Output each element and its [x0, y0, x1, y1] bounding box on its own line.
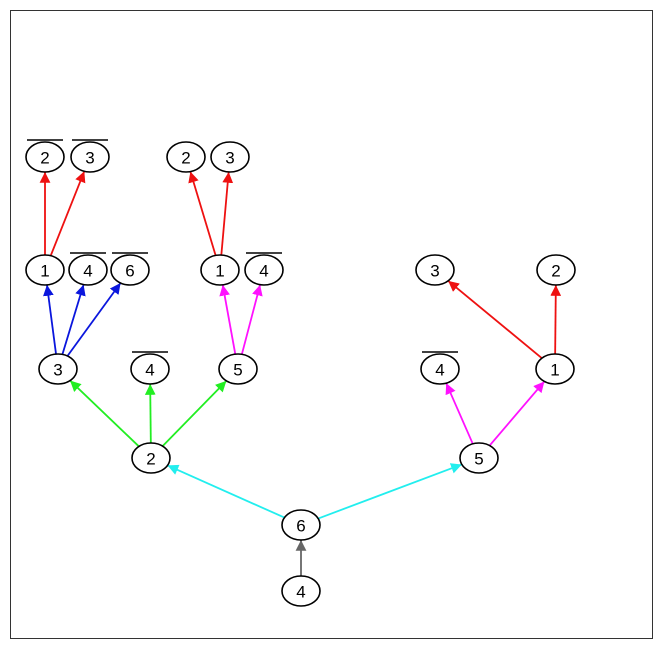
node-ellipse — [415, 254, 455, 286]
node-label: 2 — [551, 262, 560, 281]
node-ellipse — [110, 254, 150, 286]
node-label: 4 — [145, 361, 154, 380]
node-label: 1 — [215, 262, 224, 281]
node-label: 5 — [233, 361, 242, 380]
edge-arrow — [447, 280, 543, 359]
edge-arrow — [49, 170, 86, 257]
edge-arrow — [220, 171, 234, 256]
node: 4 — [244, 252, 284, 286]
node: 5 — [459, 442, 499, 474]
node: 2 — [166, 141, 206, 173]
node-label: 4 — [435, 361, 444, 380]
edge-arrow — [317, 463, 463, 520]
node-label: 2 — [40, 149, 49, 168]
node-ellipse — [131, 442, 171, 474]
node-ellipse — [38, 353, 78, 385]
edge-arrow — [43, 284, 57, 355]
edge-arrow — [69, 379, 140, 448]
node: 4 — [68, 252, 108, 286]
node: 6 — [110, 252, 150, 286]
node: 3 — [415, 254, 455, 286]
node: 1 — [535, 353, 575, 385]
node-ellipse — [130, 353, 170, 385]
node-ellipse — [535, 353, 575, 385]
node: 1 — [25, 254, 65, 286]
edges-layer — [39, 170, 562, 576]
node-label: 3 — [430, 262, 439, 281]
edge-arrow — [61, 284, 86, 355]
node-ellipse — [200, 254, 240, 286]
edge-arrow — [488, 380, 546, 447]
edge-arrow — [219, 284, 237, 355]
node-label: 3 — [53, 361, 62, 380]
node-label: 4 — [296, 583, 305, 602]
node-label: 4 — [83, 262, 92, 281]
node: 4 — [130, 351, 170, 385]
node: 6 — [281, 509, 321, 541]
node: 3 — [210, 141, 250, 173]
node: 2 — [131, 442, 171, 474]
edge-arrow — [445, 382, 474, 445]
node-ellipse — [68, 254, 108, 286]
node: 4 — [281, 575, 321, 607]
edge-arrow — [66, 282, 122, 357]
edge-arrow — [188, 171, 217, 256]
edge-arrow — [161, 380, 228, 447]
edge-arrow — [144, 383, 156, 444]
node-label: 1 — [550, 361, 559, 380]
node-label: 2 — [146, 450, 155, 469]
node: 4 — [420, 351, 460, 385]
node-label: 6 — [125, 262, 134, 281]
node-ellipse — [281, 509, 321, 541]
node-ellipse — [281, 575, 321, 607]
edge-arrow — [167, 464, 285, 519]
nodes-layer: 2 3 2 3 1 4 6 1 4 3 2 3 4 5 4 1 2 5 6 4 — [25, 139, 576, 607]
node: 2 — [536, 254, 576, 286]
edge-arrow — [550, 284, 562, 355]
node-label: 5 — [474, 450, 483, 469]
node-label: 4 — [259, 262, 268, 281]
node-ellipse — [459, 442, 499, 474]
node: 3 — [38, 353, 78, 385]
node-label: 3 — [85, 149, 94, 168]
node-ellipse — [218, 353, 258, 385]
edge-arrow — [240, 284, 263, 355]
node-ellipse — [25, 141, 65, 173]
node-label: 1 — [40, 262, 49, 281]
node-ellipse — [166, 141, 206, 173]
node: 3 — [70, 139, 110, 173]
node-ellipse — [210, 141, 250, 173]
node-label: 2 — [181, 149, 190, 168]
node-label: 3 — [225, 149, 234, 168]
node-ellipse — [420, 353, 460, 385]
diagram-frame — [10, 10, 653, 639]
node: 1 — [200, 254, 240, 286]
node-ellipse — [70, 141, 110, 173]
node: 2 — [25, 139, 65, 173]
node-label: 6 — [296, 517, 305, 536]
node-ellipse — [244, 254, 284, 286]
node-ellipse — [536, 254, 576, 286]
node-ellipse — [25, 254, 65, 286]
node: 5 — [218, 353, 258, 385]
